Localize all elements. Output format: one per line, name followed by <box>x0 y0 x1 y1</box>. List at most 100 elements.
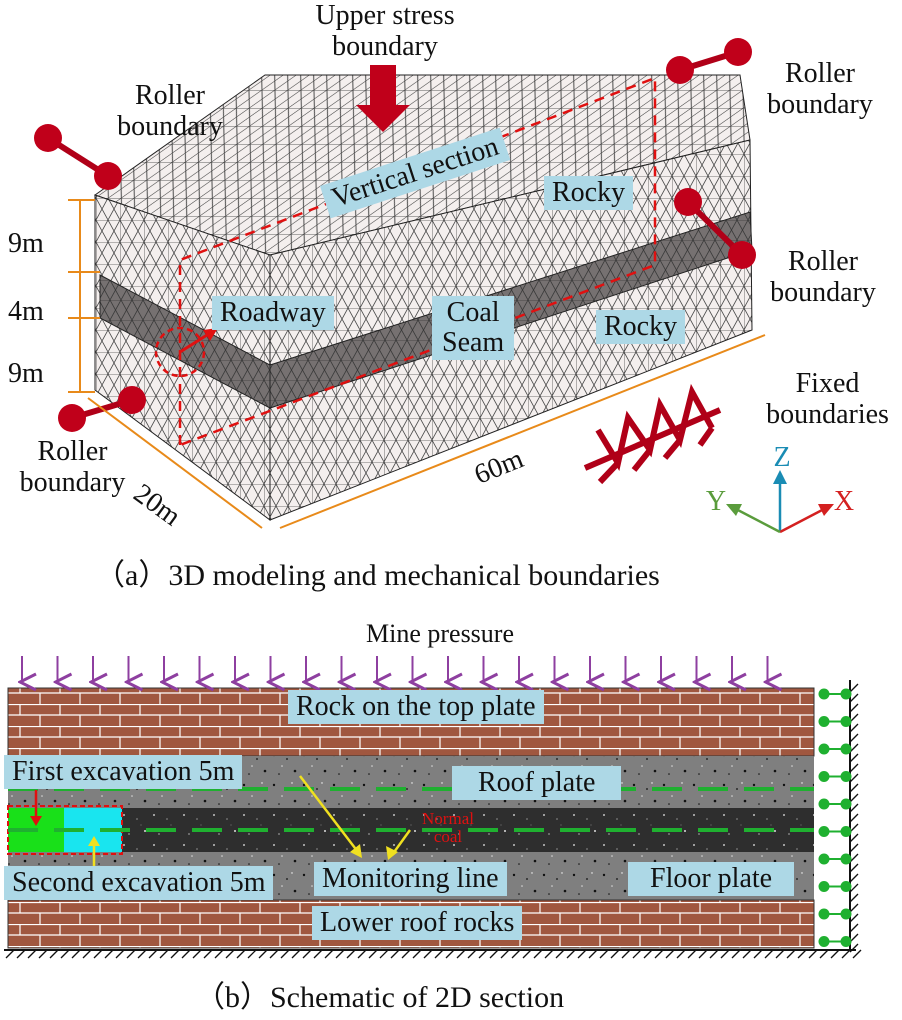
hatch-mark <box>489 949 499 959</box>
hatch-mark <box>731 949 741 959</box>
hatch-mark <box>544 949 554 959</box>
axis-y-label: Y <box>705 486 727 517</box>
roller-ball <box>840 936 852 947</box>
hatch-mark <box>324 949 334 959</box>
roller-ball <box>840 908 852 920</box>
hatch-mark <box>775 949 785 959</box>
roller-label-bottomleft: Roller boundary <box>19 436 126 498</box>
hatch-mark <box>830 949 840 959</box>
roller-ball <box>818 853 830 865</box>
roller-symbol-bottomleft <box>58 386 146 432</box>
upper-stress-label: Upper stress boundary <box>315 0 455 62</box>
roadway-label: Roadway <box>212 296 334 330</box>
hatch-mark <box>849 903 859 913</box>
hatch-mark <box>849 923 859 933</box>
hatch-mark <box>5 949 15 959</box>
hatch-mark <box>511 949 521 959</box>
hatch-mark <box>434 949 444 959</box>
hatch-mark <box>849 683 859 693</box>
roller-ball <box>840 716 852 727</box>
monitoring-pointer-1 <box>299 775 359 853</box>
hatch-mark <box>654 949 664 959</box>
roller-symbol-right <box>674 188 756 269</box>
hatch-mark <box>610 949 620 959</box>
roller-ball <box>818 771 830 782</box>
roller-label-topright: Roller boundary <box>767 58 873 120</box>
roller-ball <box>840 688 852 700</box>
roller-label-topleft: Roller boundary <box>117 80 223 142</box>
roller-ball <box>840 743 852 755</box>
hatch-mark <box>401 949 411 959</box>
coal-seam-label: Coal Seam <box>432 296 515 360</box>
hatch-mark <box>849 753 859 763</box>
hatch-mark <box>500 949 510 959</box>
top-rock-label: Rock on the top plate <box>288 690 544 724</box>
hatch-mark <box>849 863 859 873</box>
second-excavation-label: Second excavation 5m <box>4 866 274 900</box>
dim-mid-4m: 4m <box>8 296 44 327</box>
second-excavation-arrow-head <box>88 836 100 846</box>
hatch-mark <box>764 949 774 959</box>
hatch-mark <box>849 703 859 713</box>
hatch-mark <box>533 949 543 959</box>
hatch-mark <box>819 949 829 959</box>
hatch-mark <box>291 949 301 959</box>
hatch-mark <box>368 949 378 959</box>
hatch-mark <box>849 883 859 893</box>
roller-ball <box>840 798 852 810</box>
hatch-mark <box>445 949 455 959</box>
fixed-label: Fixed boundaries <box>766 368 889 430</box>
hatch-mark <box>849 693 859 703</box>
hatch-mark <box>742 949 752 959</box>
hatch-mark <box>687 949 697 959</box>
right-roller-supports <box>818 688 852 947</box>
hatch-mark <box>849 913 859 923</box>
hatch-mark <box>849 813 859 823</box>
hatch-mark <box>849 853 859 863</box>
rocky-label-top: Rocky <box>544 176 634 210</box>
caption-a: （a）3D modeling and mechanical boundaries <box>95 559 660 592</box>
roller-ball <box>840 853 852 865</box>
hatch-mark <box>852 949 862 959</box>
roadway-arrow-head <box>203 328 218 341</box>
vertical-section-outline <box>178 76 657 447</box>
floor-plate-label: Floor plate <box>628 862 795 896</box>
first-excavation-arrow-head <box>30 816 42 826</box>
hatch-mark <box>849 743 859 753</box>
axis-z-label: Z <box>773 442 791 473</box>
roller-ball <box>840 826 852 837</box>
hatch-mark <box>786 949 796 959</box>
hatch-mark <box>599 949 609 959</box>
hatch-mark <box>38 949 48 959</box>
hatch-mark <box>159 949 169 959</box>
roller-ball <box>818 881 830 892</box>
roller-symbol-topleft <box>34 124 122 190</box>
hatch-mark <box>192 949 202 959</box>
hatch-mark <box>258 949 268 959</box>
hatch-mark <box>522 949 532 959</box>
ground-hatch <box>5 949 862 959</box>
hatch-mark <box>665 949 675 959</box>
hatch-mark <box>849 763 859 773</box>
hatch-mark <box>302 949 312 959</box>
hatch-mark <box>577 949 587 959</box>
hatch-mark <box>214 949 224 959</box>
roller-ball <box>818 716 830 727</box>
roller-ball <box>818 688 830 700</box>
hatch-mark <box>357 949 367 959</box>
hatch-mark <box>335 949 345 959</box>
hatch-mark <box>379 949 389 959</box>
hatch-mark <box>313 949 323 959</box>
dim-top-9m: 9m <box>8 228 44 259</box>
hatch-mark <box>797 949 807 959</box>
hatch-mark <box>137 949 147 959</box>
hatch-mark <box>280 949 290 959</box>
hatch-mark <box>849 843 859 853</box>
monitoring-line-label: Monitoring line <box>314 862 507 896</box>
roller-ball <box>840 881 852 892</box>
axis-x-label: X <box>833 486 855 517</box>
hatch-mark <box>236 949 246 959</box>
hatch-mark <box>808 949 818 959</box>
hatch-mark <box>632 949 642 959</box>
